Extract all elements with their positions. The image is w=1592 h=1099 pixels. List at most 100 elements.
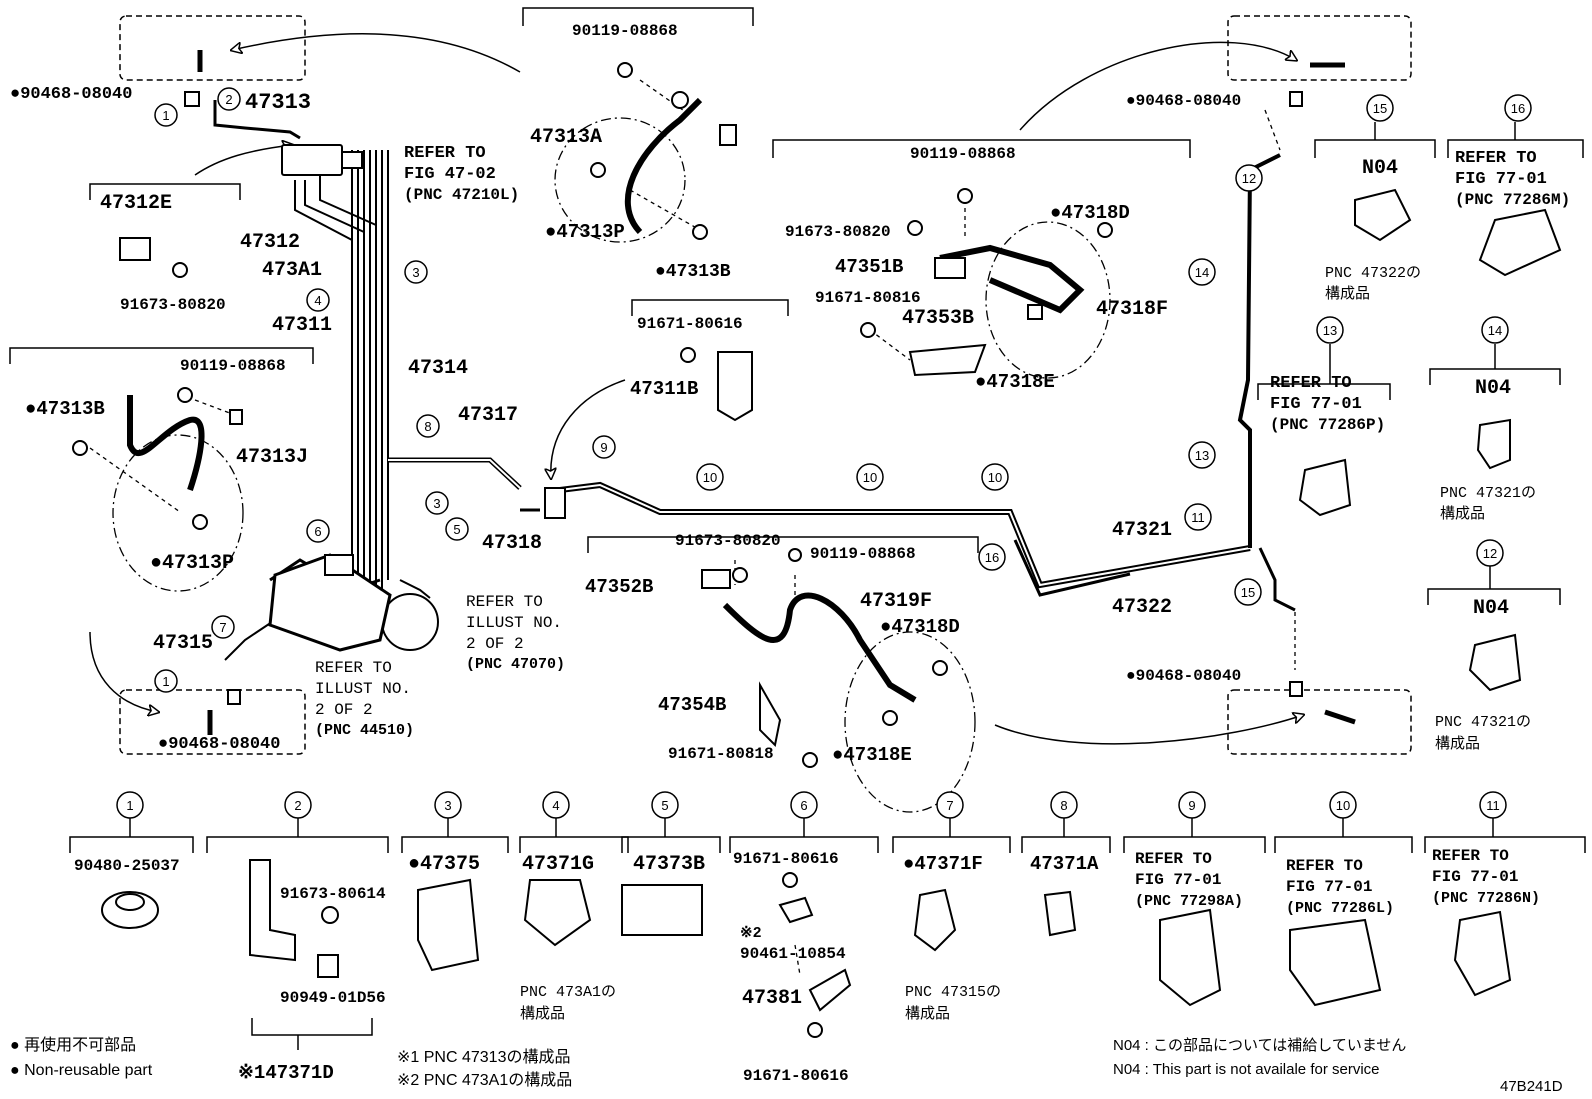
part-label: ●47318D <box>1050 202 1130 224</box>
part-label: 91673-80820 <box>675 532 781 550</box>
part-label: 47317 <box>458 404 518 427</box>
callout-num: 14 <box>1195 265 1209 280</box>
callout-c3 <box>404 260 428 284</box>
part-label: 90949-01D56 <box>280 989 386 1007</box>
callout-c28 <box>434 791 462 819</box>
callout-num: 13 <box>1195 448 1209 463</box>
part-label: 47318F <box>1096 298 1168 321</box>
callout-num: 11 <box>1191 510 1205 525</box>
part-label: PNC 47321の <box>1440 485 1536 502</box>
part-label: PNC 47322の <box>1325 265 1421 282</box>
footnotes: ● 再使用不可部品 ● Non-reusable part ※1 PNC 473… <box>10 1036 1563 1095</box>
callout-num: 5 <box>453 522 460 537</box>
n04-note-jp: N04 : この部品については補給していません <box>1113 1037 1406 1054</box>
callout-c25 <box>1476 539 1504 567</box>
part-label: FIG 77-01 <box>1135 871 1221 889</box>
part-label: N04 <box>1473 597 1509 620</box>
callout-num: 1 <box>162 108 169 123</box>
part-label: ●47371F <box>903 853 983 875</box>
callout-num: 9 <box>600 440 607 455</box>
callout-c5 <box>416 414 440 438</box>
callout-c33 <box>1050 791 1078 819</box>
part-label: 47381 <box>742 987 802 1010</box>
part-labels: ●90468-08040 47313 REFER TO FIG 47-02 (P… <box>10 22 1570 1085</box>
callout-num: 7 <box>946 798 953 813</box>
callout-c7 <box>445 517 469 541</box>
figure-code: 47B241D <box>1500 1078 1563 1095</box>
part-label: 2 OF 2 <box>315 701 373 719</box>
part-label: 91673-80820 <box>120 296 226 314</box>
callout-c12 <box>696 463 724 491</box>
part-label: N04 <box>1362 157 1398 180</box>
detail-ellipses <box>112 117 1111 813</box>
block-47312E-icon <box>119 237 151 261</box>
callout-c23 <box>1316 316 1344 344</box>
part-label: 47313A <box>530 126 602 149</box>
callout-c19 <box>1188 441 1216 469</box>
part-label: REFER TO <box>1286 857 1363 875</box>
callout-c18 <box>1188 258 1216 286</box>
part-label: ●47318D <box>880 616 960 638</box>
callout-num: 4 <box>552 798 559 813</box>
part-label: (PNC 77286N) <box>1432 890 1540 907</box>
part-label: 90119-08868 <box>810 545 916 563</box>
part-label: 構成品 <box>1325 285 1370 303</box>
brake-tubes <box>213 100 1296 661</box>
callout-c31 <box>790 791 818 819</box>
part-label: ●47318E <box>975 371 1055 393</box>
part-label: REFER TO <box>315 659 392 677</box>
callout-c1 <box>154 103 178 127</box>
part-label: 構成品 <box>1440 505 1485 523</box>
callout-c10 <box>154 669 178 693</box>
part-label: 47311 <box>272 314 332 337</box>
callout-num: 8 <box>424 419 431 434</box>
note-1: ※1 PNC 47313の構成品 <box>397 1048 570 1066</box>
part-label: ●47313P <box>545 221 625 243</box>
callout-num: 4 <box>314 293 321 308</box>
part-label: 91671-80616 <box>733 850 839 868</box>
callout-num: 3 <box>412 265 419 280</box>
part-label: 2 OF 2 <box>466 635 524 653</box>
callout-num: 10 <box>863 470 877 485</box>
part-label: FIG 77-01 <box>1455 170 1547 189</box>
callout-num: 16 <box>1511 101 1525 116</box>
callout-num: 7 <box>219 620 226 635</box>
callout-num: 3 <box>444 798 451 813</box>
part-label: ●47313B <box>25 398 105 420</box>
part-label: PNC 47315の <box>905 984 1001 1001</box>
part-label: 構成品 <box>520 1005 565 1023</box>
part-label: 91673-80820 <box>785 223 891 241</box>
callout-num: 6 <box>800 798 807 813</box>
part-label: REFER TO <box>1135 850 1212 868</box>
part-label: FIG 47-02 <box>404 165 496 184</box>
part-label: ●47313B <box>655 262 731 282</box>
callout-c2 <box>217 87 241 111</box>
part-label: (PNC 77286P) <box>1270 416 1385 434</box>
callout-c11 <box>592 435 616 459</box>
reservoir-icon <box>381 593 439 651</box>
part-label: 47351B <box>835 256 903 278</box>
part-label: 47373B <box>633 853 705 876</box>
flow-arrows <box>89 33 1303 745</box>
reference-boxes <box>119 15 1412 755</box>
part-label: (PNC 77298A) <box>1135 893 1243 910</box>
part-label: 47313J <box>236 446 308 469</box>
part-label: ※2 <box>740 925 762 942</box>
part-label: ILLUST NO. <box>466 614 562 632</box>
callout-num: 12 <box>1242 171 1256 186</box>
part-label: 90480-25037 <box>74 857 180 875</box>
part-label: 47318 <box>482 532 542 555</box>
part-label: (PNC 44510) <box>315 722 414 739</box>
part-label: (PNC 77286M) <box>1455 191 1570 209</box>
part-label: 47352B <box>585 576 653 598</box>
part-label: 47312E <box>100 192 172 215</box>
callout-num: 12 <box>1483 546 1497 561</box>
callout-num: 15 <box>1241 585 1255 600</box>
callout-num: 16 <box>985 550 999 565</box>
callout-num: 13 <box>1323 323 1337 338</box>
part-label: PNC 473A1の <box>520 984 616 1001</box>
callout-num: 14 <box>1488 323 1502 338</box>
callout-c24 <box>1481 316 1509 344</box>
part-label: 47371A <box>1030 853 1099 875</box>
part-label: FIG 77-01 <box>1286 878 1372 896</box>
